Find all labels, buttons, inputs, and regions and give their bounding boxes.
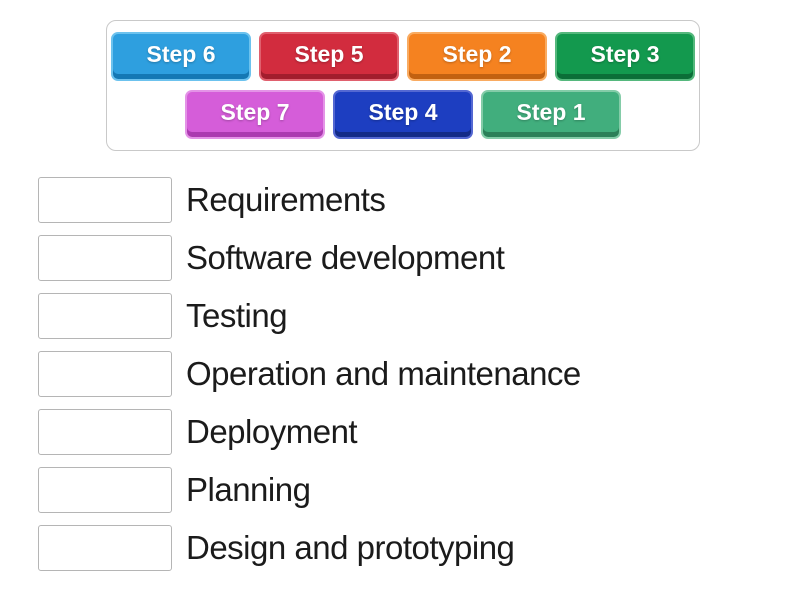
answer-drop-box-testing[interactable] xyxy=(38,293,172,339)
draggable-chip-step-2[interactable]: Step 2 xyxy=(407,32,547,81)
answer-drop-box-design-and-prototyping[interactable] xyxy=(38,525,172,571)
answer-drop-box-requirements[interactable] xyxy=(38,177,172,223)
item-label: Design and prototyping xyxy=(186,529,515,566)
item-label: Testing xyxy=(186,297,288,334)
draggable-chip-step-1[interactable]: Step 1 xyxy=(481,90,621,139)
list-item: Requirements xyxy=(38,177,581,223)
list-item: Software development xyxy=(38,235,581,281)
list-item: Testing xyxy=(38,293,581,339)
item-label: Requirements xyxy=(186,181,386,218)
answer-drop-box-operation-and-maintenance[interactable] xyxy=(38,351,172,397)
list-item: Deployment xyxy=(38,409,581,455)
answer-drop-box-deployment[interactable] xyxy=(38,409,172,455)
item-label: Deployment xyxy=(186,413,358,450)
answer-drop-box-software-development[interactable] xyxy=(38,235,172,281)
draggable-chip-step-7[interactable]: Step 7 xyxy=(185,90,325,139)
answer-drop-box-planning[interactable] xyxy=(38,467,172,513)
item-label: Software development xyxy=(186,239,505,276)
draggable-chip-step-3[interactable]: Step 3 xyxy=(555,32,695,81)
list-item: Design and prototyping xyxy=(38,525,581,571)
draggable-chip-step-4[interactable]: Step 4 xyxy=(333,90,473,139)
item-label: Operation and maintenance xyxy=(186,355,581,392)
draggable-chip-step-5[interactable]: Step 5 xyxy=(259,32,399,81)
list-item: Operation and maintenance xyxy=(38,351,581,397)
list-item: Planning xyxy=(38,467,581,513)
draggable-chip-step-6[interactable]: Step 6 xyxy=(111,32,251,81)
item-label: Planning xyxy=(186,471,311,508)
